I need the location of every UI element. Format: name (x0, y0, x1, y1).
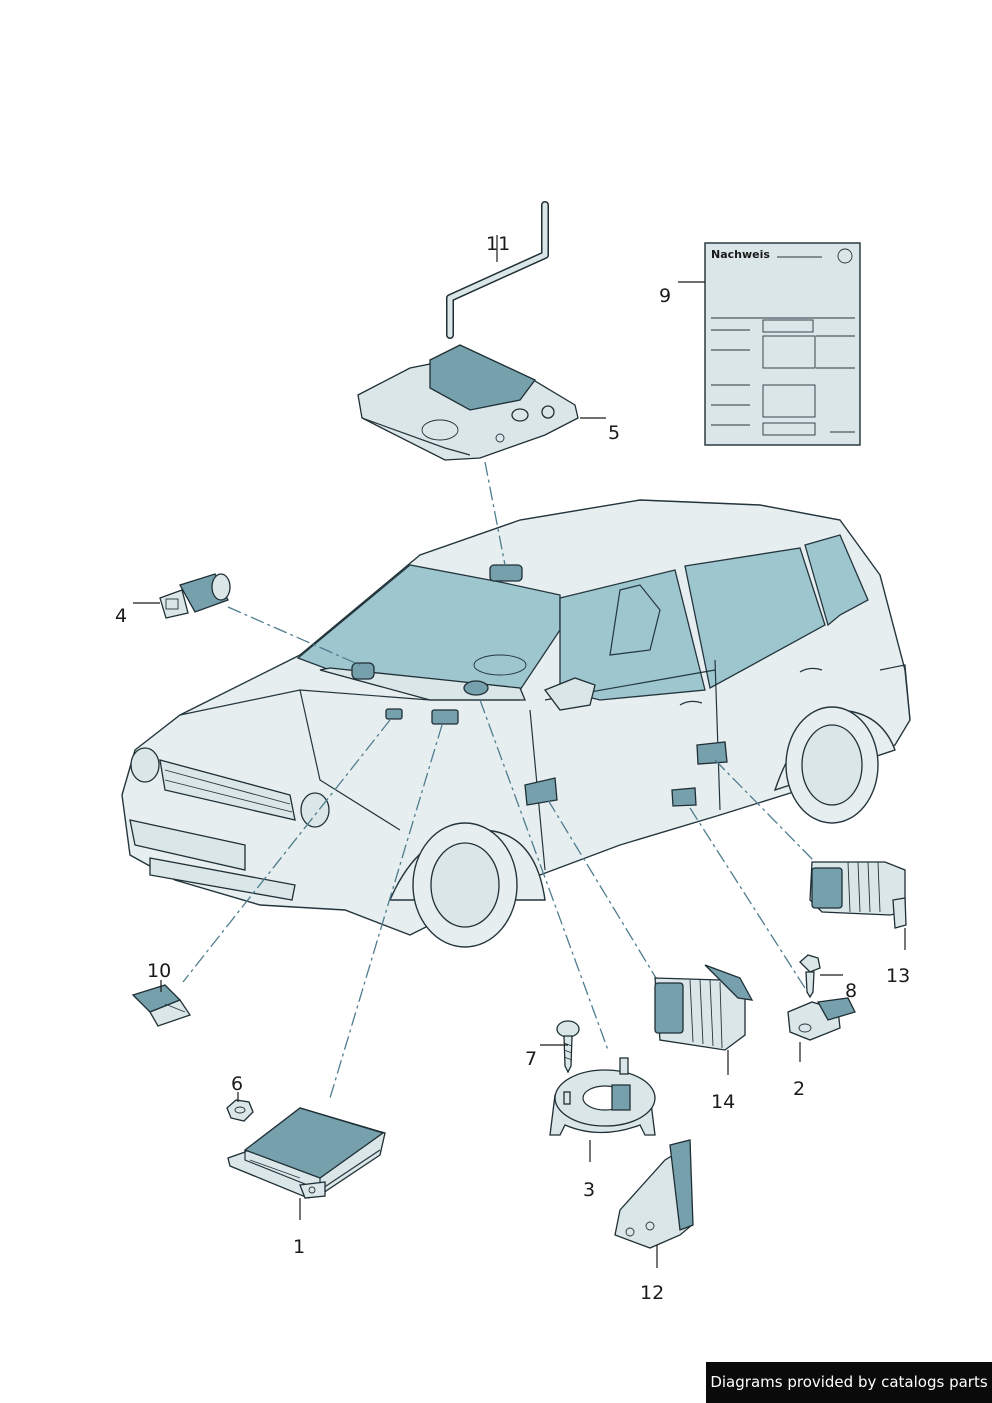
steering-marker (463, 680, 489, 696)
callout-9: 9 (659, 285, 671, 307)
callout-5: 5 (608, 422, 620, 444)
leader-lines (133, 235, 906, 1268)
part-10-plug (131, 984, 192, 1027)
part-14-side-airbag (654, 964, 754, 1051)
part-11-bent-rod (446, 201, 549, 339)
callout-6: 6 (231, 1073, 243, 1095)
callout-1: 1 (293, 1236, 305, 1258)
document-card-title: Nachweis (711, 248, 770, 261)
dash-marker-left (351, 662, 375, 680)
front-marker-large (431, 709, 459, 725)
callout-7: 7 (525, 1048, 537, 1070)
part-7-screw (556, 1020, 580, 1074)
callout-10: 10 (147, 960, 171, 982)
callout-3: 3 (583, 1179, 595, 1201)
part-13-side-airbag (809, 861, 907, 929)
roof-marker (489, 564, 523, 582)
part-4-connector (159, 573, 231, 619)
part-6-nut (226, 1099, 254, 1122)
door-marker-rear (696, 741, 728, 765)
station-wagon-illustration (121, 499, 911, 948)
sill-marker (671, 787, 697, 807)
callout-4: 4 (115, 605, 127, 627)
part-8-bolt (799, 954, 821, 999)
part-9-document-card: Nachweis (704, 242, 861, 446)
front-marker-small (385, 708, 403, 720)
callout-12: 12 (640, 1282, 664, 1304)
callout-2: 2 (793, 1078, 805, 1100)
callout-11: 11 (486, 233, 510, 255)
part-2-crash-sensor (787, 997, 856, 1041)
door-marker-front (524, 777, 558, 806)
part-12-bracket (614, 1139, 694, 1249)
callout-13: 13 (886, 965, 910, 987)
part-3-clock-spring (549, 1057, 656, 1136)
dash-dot-links (182, 461, 816, 1099)
part-1-control-unit (227, 1107, 386, 1199)
callout-14: 14 (711, 1091, 735, 1113)
part-5-roof-module (357, 344, 579, 461)
callout-numbers: 11 9 5 4 10 6 7 8 13 2 14 3 1 12 (115, 233, 910, 1304)
callout-8: 8 (845, 980, 857, 1002)
credit-banner: Diagrams provided by catalogs parts (706, 1362, 992, 1403)
